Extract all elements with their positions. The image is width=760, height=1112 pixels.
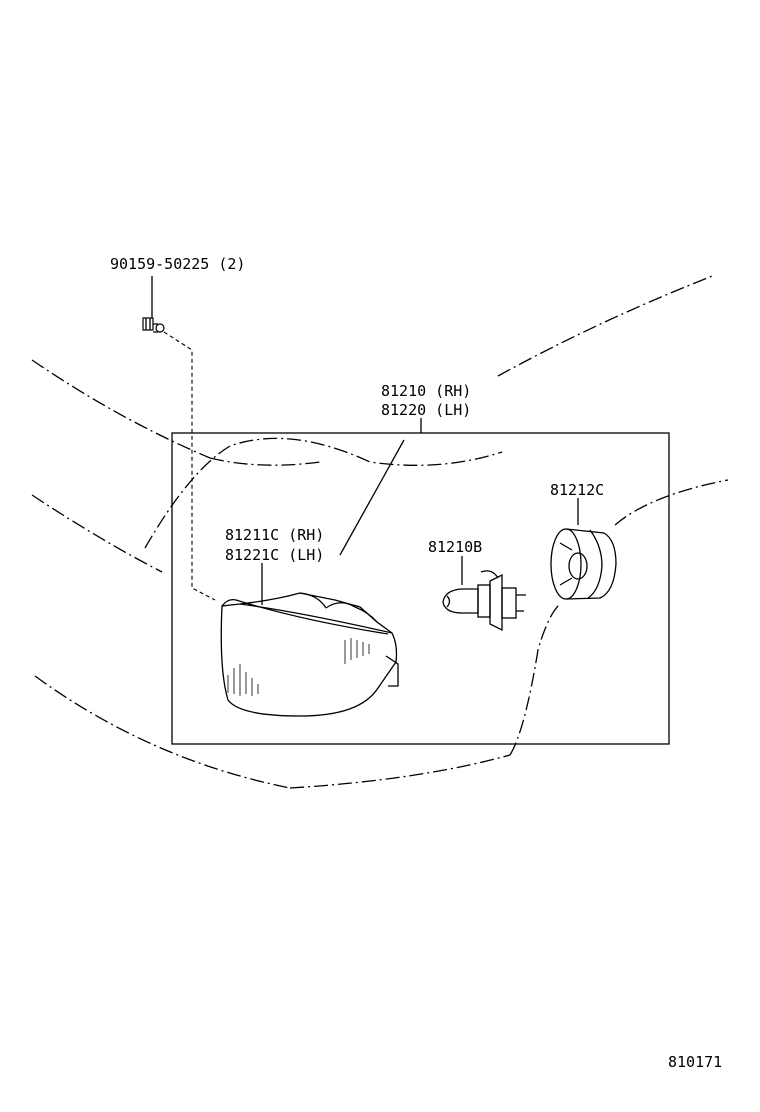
- lens-assembly-leader-line: [339, 439, 405, 556]
- bulb-icon: [442, 570, 526, 632]
- socket-icon: [550, 528, 617, 600]
- lens-rh-part-number: 81211C (RH): [225, 526, 324, 544]
- fog-lamp-lens-icon: [220, 592, 399, 717]
- assembly-frame: [171, 432, 670, 745]
- lens-lh-part-number: 81221C (LH): [225, 546, 324, 564]
- bulb-part-number: 81210B: [428, 538, 482, 556]
- assembly-rh-part-number: 81210 (RH): [381, 382, 471, 400]
- bolt-part-number: 90159-50225 (2): [110, 255, 245, 273]
- bolt-icon: [142, 317, 165, 333]
- assembly-lh-part-number: 81220 (LH): [381, 401, 471, 419]
- vehicle-body-outline: [31, 274, 729, 789]
- figure-id: 810171: [668, 1053, 722, 1071]
- bolt-install-path: [163, 331, 216, 601]
- socket-part-number: 81212C: [550, 481, 604, 499]
